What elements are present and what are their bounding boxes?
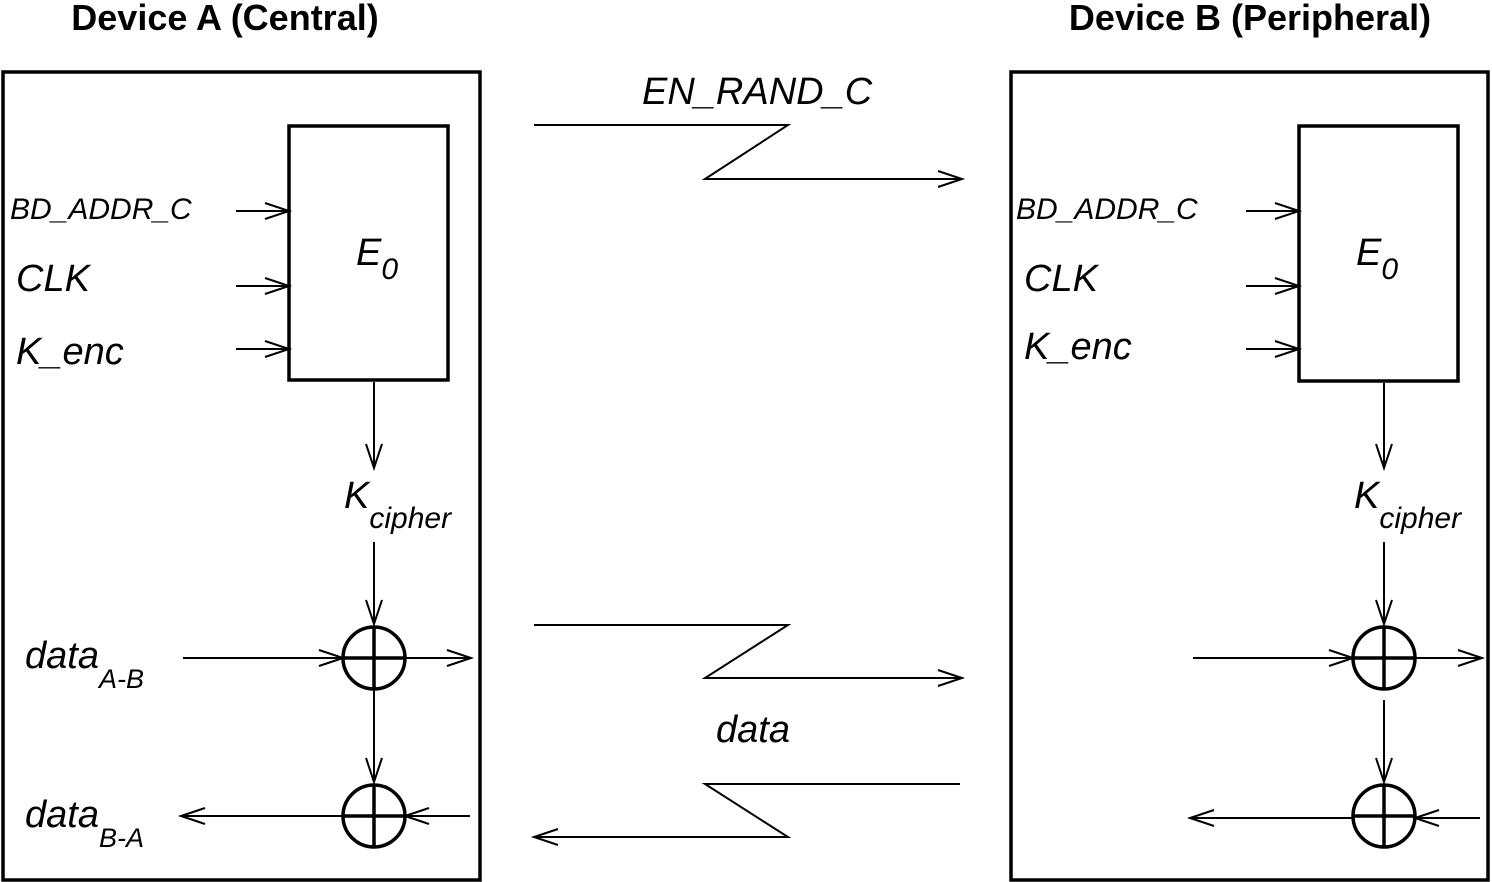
- device-a-kcipher-label: Kcipher: [344, 475, 452, 535]
- device-a-data-in-label: dataA-B: [25, 635, 144, 694]
- device-a-clk-label: CLK: [16, 258, 92, 300]
- device-a-e0-block: [287, 124, 450, 382]
- device-b-xor-encrypt: [1351, 783, 1417, 849]
- device-b-e0-label: E0: [1356, 232, 1398, 286]
- device-b-title: Device B (Peripheral): [1069, 0, 1431, 38]
- device-a-e0-label: E0: [356, 232, 398, 286]
- device-b-xor-decrypt: [1351, 625, 1417, 691]
- data-link-label: data: [716, 709, 790, 751]
- device-b-kenc-label: K_enc: [1024, 326, 1132, 368]
- device-b-e0-block: [1297, 124, 1460, 383]
- data-link-b-to-a-arrow: [534, 783, 960, 838]
- device-a-kenc-label: K_enc: [16, 331, 124, 373]
- device-a-bd-addr-label: BD_ADDR_C: [10, 193, 192, 226]
- device-a-box: [1, 70, 482, 882]
- device-b-clk-label: CLK: [1024, 258, 1100, 300]
- rand-link-arrow: [534, 124, 962, 180]
- device-b-kcipher-label: Kcipher: [1354, 475, 1462, 535]
- device-a-xor-encrypt: [341, 625, 407, 691]
- data-link-a-to-b-arrow: [534, 624, 962, 679]
- device-a-xor-decrypt: [341, 783, 407, 849]
- device-a-data-out-label: dataB-A: [25, 794, 144, 853]
- device-a-title: Device A (Central): [71, 0, 378, 38]
- device-b-box: [1009, 70, 1490, 882]
- device-b-bd-addr-label: BD_ADDR_C: [1016, 193, 1198, 226]
- rand-link-label: EN_RAND_C: [642, 71, 873, 113]
